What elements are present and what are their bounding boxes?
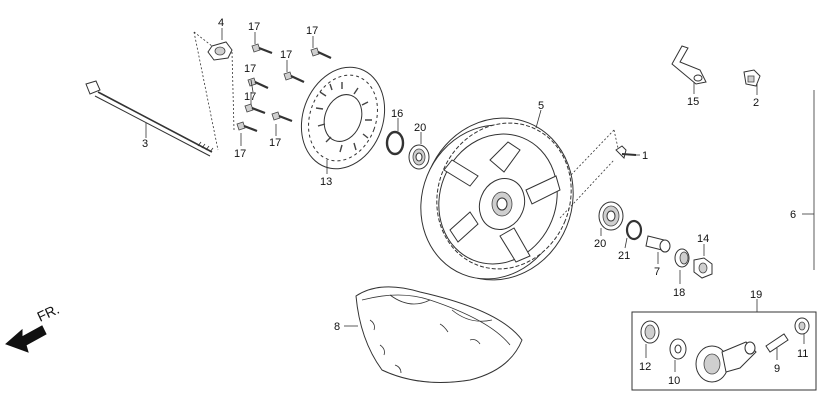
seal-part-16 <box>385 130 405 156</box>
callout-16: 16 <box>391 108 403 120</box>
shaft-part-9 <box>765 333 789 353</box>
callout-15: 15 <box>687 96 699 108</box>
callout-labels: 4 17 17 17 17 17 17 17 3 13 16 20 5 1 15… <box>142 17 808 387</box>
callout-10: 10 <box>668 375 680 387</box>
bolts-17 <box>236 43 332 133</box>
tire-part <box>355 286 523 383</box>
spacer-part <box>674 248 690 268</box>
brake-disc-part <box>300 66 386 170</box>
speedometer-gear-part <box>695 341 757 383</box>
washer-part-10 <box>669 338 687 360</box>
bearing-part-20a <box>408 144 430 170</box>
callout-20: 20 <box>594 238 606 250</box>
callout-7: 7 <box>654 266 660 278</box>
callout-3: 3 <box>142 138 148 150</box>
callout-4: 4 <box>218 17 224 29</box>
callout-17: 17 <box>280 49 292 61</box>
callout-19: 19 <box>750 289 762 301</box>
group-bracket-6 <box>802 90 815 270</box>
axle-part <box>85 80 214 157</box>
leaders-17 <box>240 32 314 146</box>
callout-1: 1 <box>642 150 648 162</box>
callout-18: 18 <box>673 287 685 299</box>
callout-13: 13 <box>320 176 332 188</box>
callout-17: 17 <box>248 21 260 33</box>
valve-guide <box>559 129 619 219</box>
nut-guide <box>193 31 235 151</box>
callout-2: 2 <box>753 97 759 109</box>
leader-5 <box>535 109 542 129</box>
ring-part-21 <box>625 219 643 241</box>
axle-nut-part <box>693 257 713 279</box>
callout-20: 20 <box>414 122 426 134</box>
bracket-part <box>671 45 707 85</box>
callout-17: 17 <box>234 148 246 160</box>
front-direction-arrow-icon <box>5 325 47 353</box>
nut-part <box>207 41 233 61</box>
valve-part <box>615 145 637 159</box>
callout-8: 8 <box>334 321 340 333</box>
kit-box-19 <box>631 311 817 391</box>
collar-part <box>645 235 671 253</box>
callout-17: 17 <box>306 25 318 37</box>
gear-box-part-12 <box>640 320 660 344</box>
callout-5: 5 <box>538 100 544 112</box>
callout-11: 11 <box>797 348 808 360</box>
cap-part <box>743 69 761 87</box>
direction-label: FR. <box>35 301 62 325</box>
callout-14: 14 <box>697 233 709 245</box>
bearing-part-20b <box>598 201 624 231</box>
callout-12: 12 <box>639 361 651 373</box>
callout-21: 21 <box>618 250 630 262</box>
callout-17: 17 <box>244 91 256 103</box>
callout-17: 17 <box>269 137 281 149</box>
callout-9: 9 <box>774 363 780 375</box>
callout-6: 6 <box>790 209 796 221</box>
washer-part-11 <box>794 317 810 335</box>
leader-21 <box>624 237 628 249</box>
wheel-rim-part <box>420 117 574 281</box>
callout-17: 17 <box>244 63 256 75</box>
